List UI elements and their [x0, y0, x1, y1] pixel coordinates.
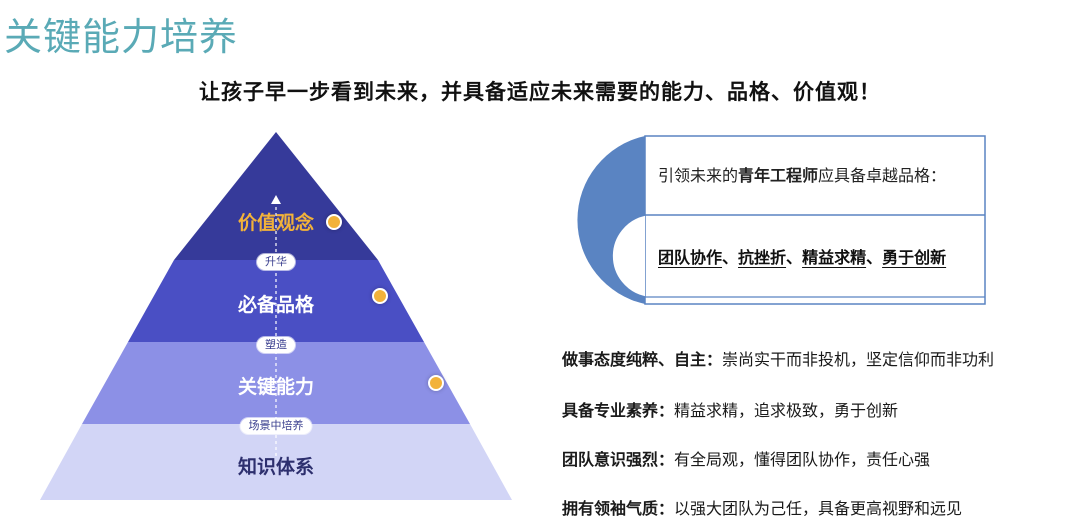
card-intro-prefix: 引领未来的 [658, 166, 739, 185]
trait-value: 以强大团队为己任，具备更高视野和远见 [674, 499, 963, 518]
pyramid-arrow-head [271, 195, 281, 204]
quality-teamwork: 团队协作 [658, 248, 723, 267]
trait-leadership: 拥有领袖气质：以强大团队为己任，具备更高视野和远见 [562, 495, 962, 519]
accent-dot-middle [372, 288, 388, 304]
card-qualities: 团队协作、抗挫折、精益求精、勇于创新 [658, 244, 946, 268]
trait-attitude: 做事态度纯粹、自主：崇尚实干而非投机，坚定信仰而非功利 [562, 346, 994, 370]
trait-teamwork: 团队意识强烈：有全局观，懂得团队协作，责任心强 [562, 446, 930, 470]
trait-value: 有全局观，懂得团队协作，责任心强 [674, 450, 931, 469]
page-subtitle: 让孩子早一步看到未来，并具备适应未来需要的能力、品格、价值观！ [199, 80, 881, 104]
layer-label-character: 必备品格 [237, 294, 314, 316]
card-intro-suffix: 应具备卓越品格： [818, 166, 947, 185]
connector-tag-scenario: 场景中培养 [240, 418, 312, 434]
layer-label-knowledge: 知识体系 [237, 456, 314, 478]
page-title: 关键能力培养 [4, 15, 239, 59]
quality-innovation: 勇于创新 [882, 248, 947, 267]
trait-key: 拥有领袖气质： [562, 499, 675, 518]
quality-separator: 、 [866, 248, 883, 267]
card-inner-cover [646, 216, 984, 296]
card-intro-emphasis: 青年工程师 [738, 166, 819, 185]
trait-key: 团队意识强烈： [562, 450, 675, 469]
quality-separator: 、 [722, 248, 739, 267]
trait-value: 崇尚实干而非投机，坚定信仰而非功利 [722, 350, 995, 369]
quality-separator: 、 [786, 248, 803, 267]
trait-key: 具备专业素养： [562, 401, 675, 420]
connector-tag-sublimate: 升华 [257, 254, 295, 270]
quality-excellence: 精益求精 [802, 248, 867, 267]
trait-value: 精益求精，追求极致，勇于创新 [674, 401, 899, 420]
pyramid-layer-upper-middle [128, 260, 424, 342]
accent-dot-lower [428, 375, 444, 391]
layer-label-values: 价值观念 [237, 212, 314, 234]
quality-resilience: 抗挫折 [738, 248, 787, 267]
accent-dot-top [326, 214, 342, 230]
trait-key: 做事态度纯粹、自主： [562, 350, 723, 369]
layer-label-abilities: 关键能力 [237, 376, 314, 398]
pyramid-layer-bottom [40, 424, 512, 500]
trait-professional: 具备专业素养：精益求精，追求极致，勇于创新 [562, 397, 898, 421]
card-inner-curve [611, 214, 646, 298]
card-intro: 引领未来的青年工程师应具备卓越品格： [658, 162, 946, 186]
connector-tag-shape: 塑造 [257, 337, 295, 353]
